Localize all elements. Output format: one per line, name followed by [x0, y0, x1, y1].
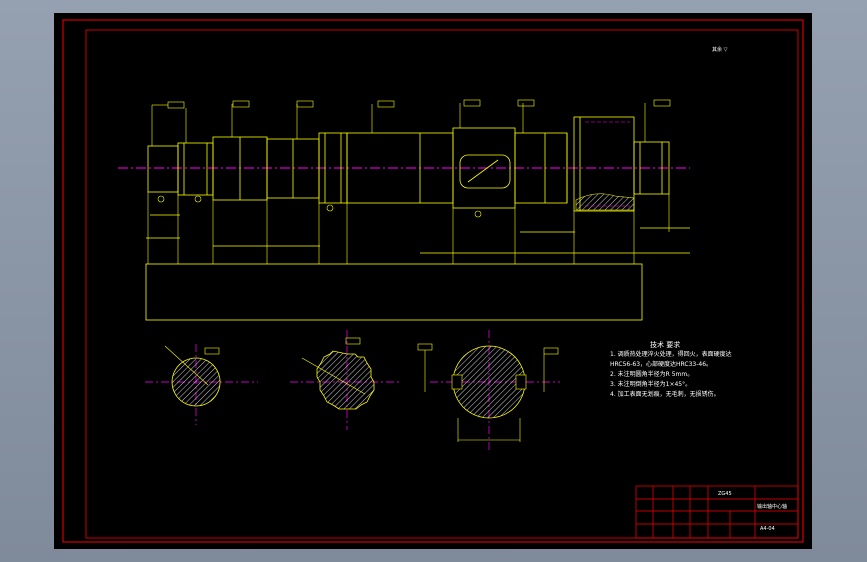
- drawing-title: 输出轴中心轴: [757, 503, 787, 510]
- outer-frame: [62, 19, 804, 543]
- tech-title: 技术 要求: [650, 341, 681, 349]
- section-view-1: [145, 344, 258, 425]
- section-view-2: [290, 330, 402, 430]
- tech-line-4: 3. 未注明倒角半径为1×45°。: [610, 381, 692, 388]
- tech-line-5: 4. 加工表面无划痕，无毛刺，无损锈伤。: [610, 391, 720, 398]
- shaft-profile: [145, 116, 690, 321]
- roughness-note: 其余 ▽: [712, 46, 728, 53]
- extension-lines: [147, 103, 670, 264]
- inner-frame: [85, 29, 799, 539]
- section-view-3: [417, 330, 560, 450]
- tolerance-frames: [152, 99, 671, 109]
- tech-line-1: 1. 调质热处理淬火处理，得回火，表面硬度达: [610, 351, 732, 358]
- technical-requirements: 技术 要求 1. 调质热处理淬火处理，得回火，表面硬度达 HRC56-63，心部…: [610, 340, 800, 400]
- part-material: ZG45: [718, 491, 732, 497]
- tech-line-3: 2. 未注明圆角半径为R 5mm。: [610, 371, 694, 378]
- drawing-sheet[interactable]: [54, 13, 812, 549]
- balloon-callouts: [157, 195, 482, 218]
- flange-section-hatch: [575, 193, 635, 211]
- drawing-number: A4-04: [760, 526, 775, 532]
- tech-line-2: HRC56-63，心部硬度达HRC33-46。: [610, 361, 713, 368]
- title-block: [635, 485, 799, 539]
